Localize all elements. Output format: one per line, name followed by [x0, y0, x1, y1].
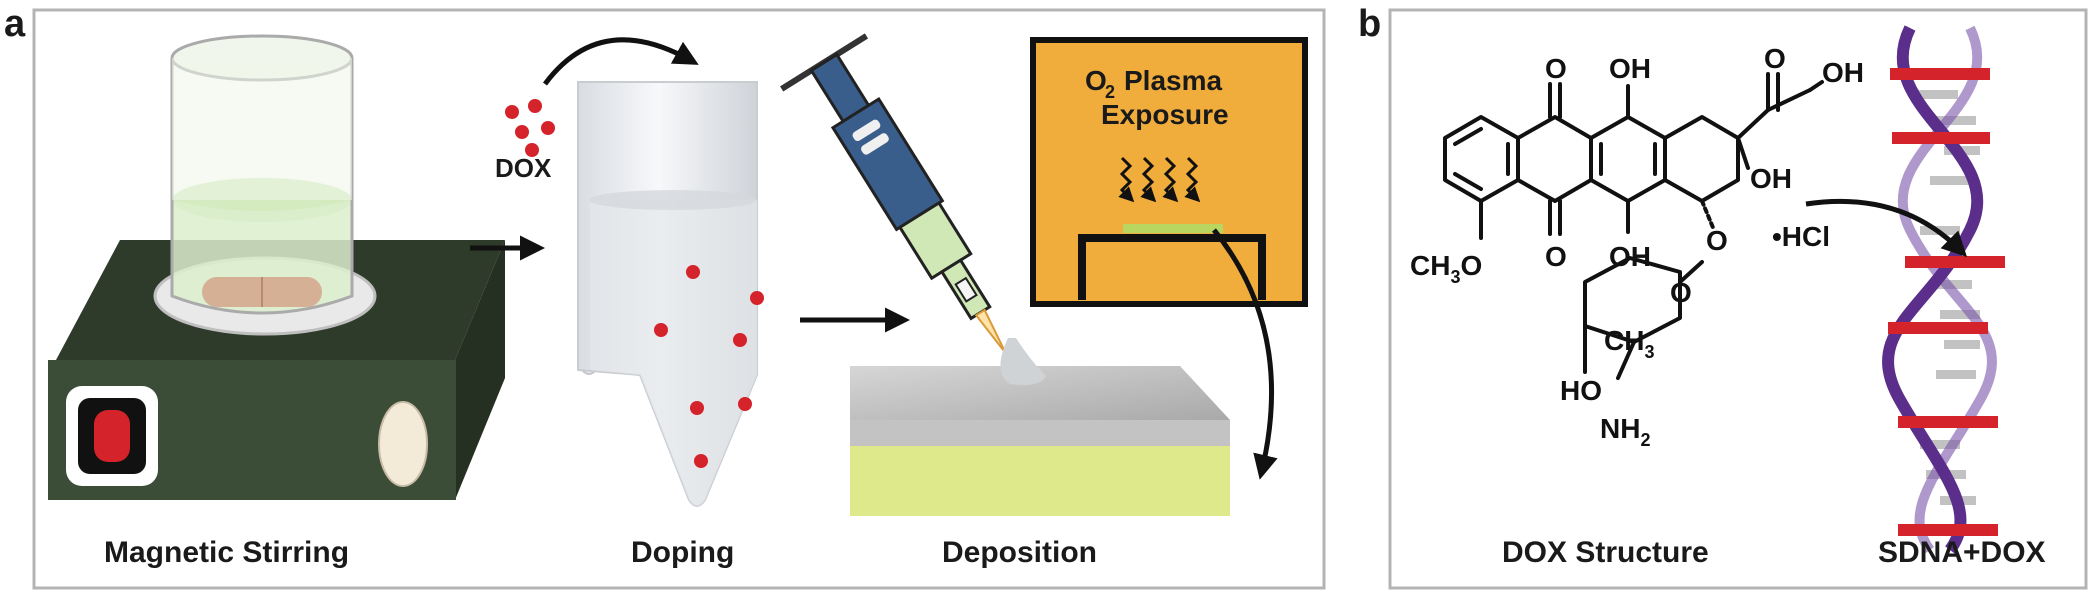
deposited-droplet	[1000, 338, 1046, 385]
hotplate-switch-red	[94, 410, 130, 462]
plasma-title-o: O	[1085, 65, 1107, 96]
dna-helix	[1882, 25, 2005, 554]
dox-to-dna-arrow	[1805, 198, 1968, 258]
hotplate-side	[455, 240, 505, 500]
panel-b-letter: b	[1358, 3, 1381, 45]
label-ch3: CH3	[1604, 325, 1654, 362]
tube-liquid	[590, 200, 757, 506]
substrate-top	[850, 366, 1230, 420]
dna-strand-back	[1897, 25, 1997, 553]
step-label-stirring: Magnetic Stirring	[104, 536, 349, 569]
plasma-wave-icons	[1118, 156, 1201, 203]
plasma-sample	[1123, 224, 1223, 233]
label-oh-ring: OH	[1750, 163, 1792, 194]
label-oh-bottom: OH	[1609, 241, 1651, 272]
substrate	[850, 338, 1230, 516]
panel-a-frame	[32, 8, 1326, 590]
plasma-to-slab-arrow	[1212, 228, 1278, 480]
label-nh2: NH2	[1600, 413, 1650, 450]
dox-curved-arrow	[542, 37, 699, 86]
dna-strand-front	[1882, 25, 1984, 554]
substrate-green-layer	[850, 446, 1230, 516]
plasma-title-sub: 2	[1105, 82, 1115, 102]
label-o-top: O	[1545, 53, 1567, 84]
doping-tube	[577, 81, 764, 507]
caption-sdna-dox: SDNA+DOX	[1878, 536, 2046, 569]
syringe	[780, 33, 1007, 354]
panel-b: b	[1358, 3, 2088, 590]
dox-particles	[505, 99, 555, 157]
caption-dox-structure: DOX Structure	[1502, 536, 1709, 569]
plasma-box: O 2 Plasma Exposure	[1030, 37, 1308, 307]
plasma-title-plasma: Plasma	[1124, 65, 1222, 96]
plasma-chamber-stand	[1078, 234, 1266, 300]
label-o-ketone: O	[1764, 43, 1786, 74]
label-hcl: •HCl	[1772, 221, 1830, 252]
substrate-grey-layer	[850, 420, 1230, 448]
step-label-deposition: Deposition	[942, 536, 1097, 569]
label-oh-end: OH	[1822, 57, 1864, 88]
dox-structure: O OH O OH OH CH3O O OH O O CH3 HO NH2 •H…	[1410, 43, 1864, 450]
dox-intercalated	[1888, 68, 2005, 536]
label-oh-top: OH	[1609, 53, 1651, 84]
label-o-sugar: O	[1670, 277, 1692, 308]
panel-a: a DOX	[4, 3, 1326, 590]
label-o-glycosidic: O	[1706, 225, 1728, 256]
label-ho: HO	[1560, 375, 1602, 406]
label-methoxy: CH3O	[1410, 250, 1482, 287]
panel-a-letter: a	[4, 3, 26, 45]
label-o-bottom: O	[1545, 241, 1567, 272]
hotplate-knob	[378, 401, 428, 487]
plasma-title-exposure: Exposure	[1101, 99, 1229, 130]
step-label-doping: Doping	[631, 536, 734, 569]
magnetic-stirrer	[48, 34, 505, 500]
panel-b-frame	[1388, 8, 2088, 590]
dox-label: DOX	[495, 153, 552, 183]
beaker-glass	[170, 58, 354, 315]
